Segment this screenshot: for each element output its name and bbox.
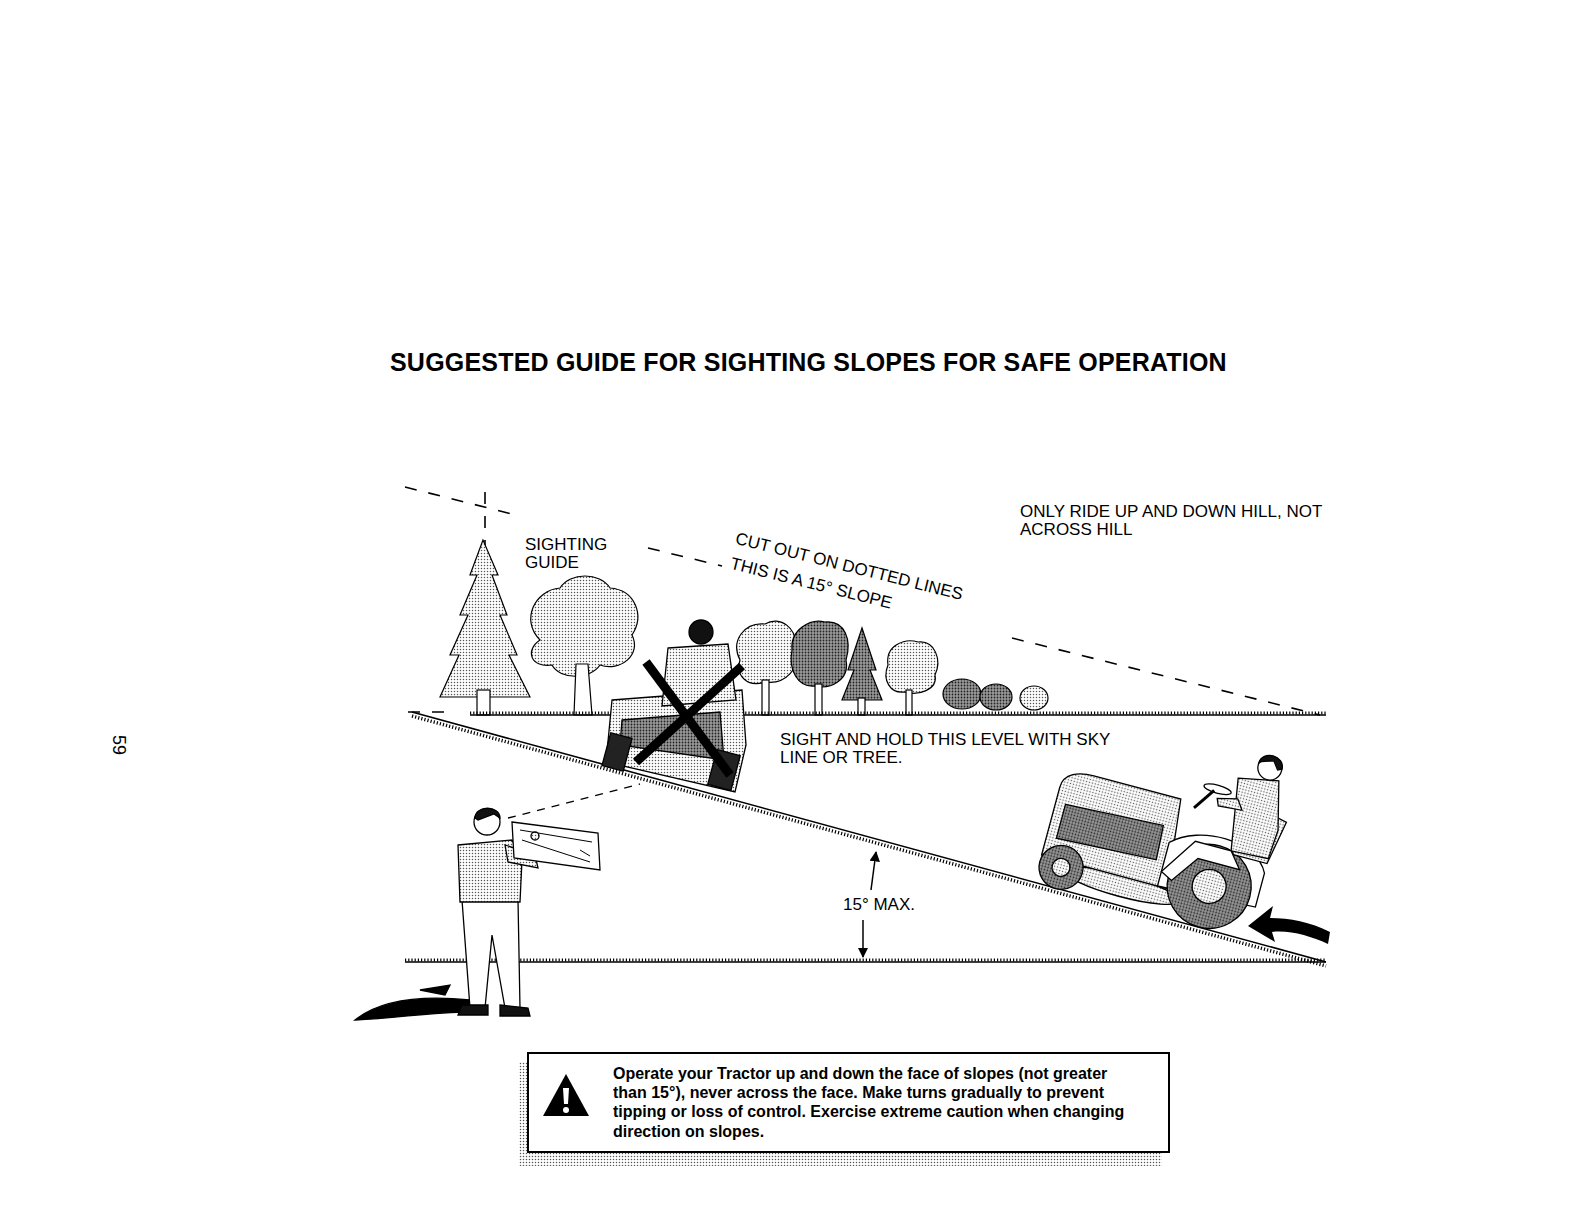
cut-line — [405, 487, 512, 514]
sight-line — [508, 784, 640, 818]
exclamation-dot — [563, 1107, 569, 1113]
direction-arrow — [1248, 906, 1330, 944]
cut-line — [1012, 638, 1320, 715]
angle-dimension: 15° MAX. — [843, 896, 915, 914]
angle-arrows — [871, 852, 876, 890]
tree-trunk — [762, 680, 769, 715]
bush — [943, 679, 981, 709]
sighting-man — [355, 784, 640, 1020]
conifer-tree — [440, 540, 530, 697]
bush — [980, 684, 1012, 710]
cut-line — [648, 548, 722, 566]
head — [474, 809, 500, 835]
ground-lines — [412, 712, 1326, 962]
leaf-tree — [531, 576, 638, 676]
steering-column — [1194, 787, 1214, 812]
tree-trunk — [477, 690, 490, 715]
ground-lines — [405, 712, 1326, 966]
ground-lines — [405, 959, 1326, 962]
conifer-tree — [842, 628, 882, 700]
steering-wheel — [1203, 782, 1232, 797]
leaf-tree — [886, 641, 938, 693]
warning-triangle — [543, 1074, 589, 1116]
leaf-tree — [791, 621, 848, 687]
warning-text: Operate your Tractor up and down the fac… — [613, 1064, 1142, 1141]
front-hub — [1050, 856, 1072, 878]
driver-legs — [1160, 835, 1244, 897]
tree-trunk — [574, 664, 592, 715]
card-drawing — [520, 830, 592, 862]
shoes — [458, 1005, 530, 1016]
tree-trunk — [815, 684, 822, 715]
card-tree — [531, 832, 539, 840]
tree-trunk — [906, 690, 912, 715]
page-title: SUGGESTED GUIDE FOR SIGHTING SLOPES FOR … — [390, 348, 1227, 377]
sighting-card — [512, 822, 600, 870]
driver-head — [689, 620, 713, 644]
rear-hub — [1188, 866, 1230, 908]
warning-box: Operate your Tractor up and down the fac… — [527, 1052, 1170, 1153]
page-number: 59 — [109, 735, 128, 755]
wrong-tractor — [602, 620, 746, 792]
tractor-wheel — [602, 733, 632, 772]
driver-head — [1255, 753, 1284, 782]
driver-arm — [1215, 794, 1244, 813]
ground-lines — [412, 716, 1326, 966]
cut-line — [405, 487, 1320, 715]
cross-mark — [636, 666, 742, 762]
leaf-tree — [737, 621, 797, 683]
warning-icon — [541, 1072, 591, 1118]
shadow — [355, 985, 470, 1020]
driver-hair — [1258, 753, 1284, 771]
guide-label: SIGHTING GUIDE — [525, 536, 625, 573]
driver — [1220, 770, 1291, 861]
legs — [462, 900, 520, 1008]
hair — [475, 808, 500, 820]
front-wheel — [1034, 840, 1088, 894]
bush — [1020, 686, 1048, 710]
sighting-note: SIGHT AND HOLD THIS LEVEL WITH SKY LINE … — [780, 731, 1138, 768]
ground-lines — [470, 712, 1326, 715]
exclamation-bar — [563, 1088, 569, 1104]
riding-note: ONLY RIDE UP AND DOWN HILL, NOT ACROSS H… — [1020, 503, 1340, 540]
angle-arrows — [862, 920, 864, 957]
